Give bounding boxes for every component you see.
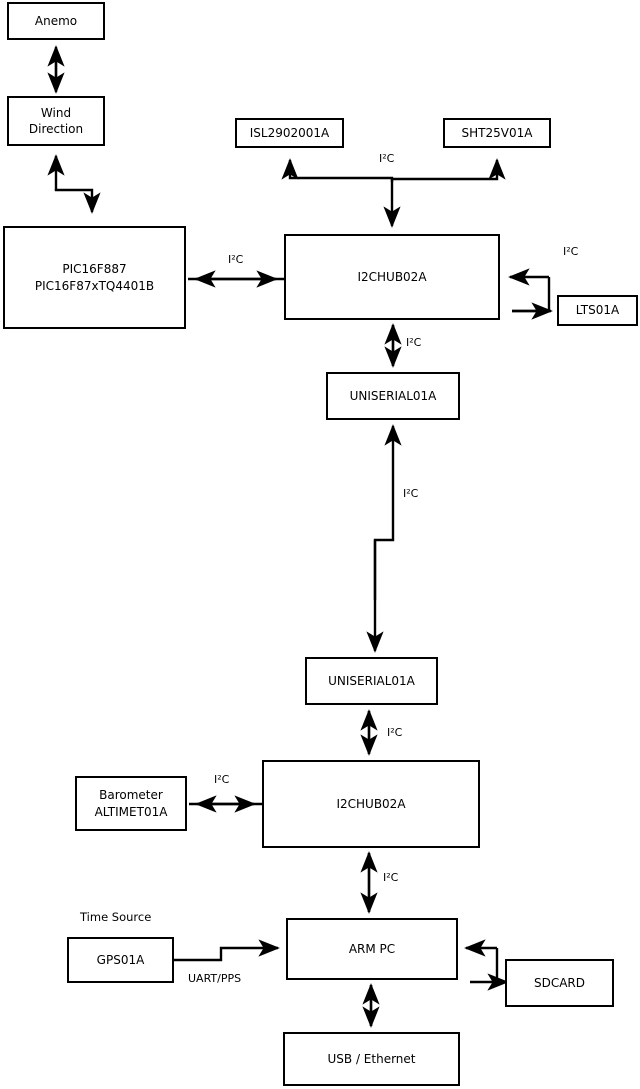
edge-label-i2c-hub-lts: I²C xyxy=(563,245,579,258)
node-wind-direction-label: Wind Direction xyxy=(28,105,84,136)
edge-label-i2c-uniser-link: I²C xyxy=(403,487,419,500)
edge-label-i2c-isl-sht: I²C xyxy=(379,152,395,165)
node-sdcard-label: SDCARD xyxy=(533,975,586,990)
node-isl2902001a-label: ISL2902001A xyxy=(249,125,330,140)
node-i2chub02a-bottom[interactable]: I2CHUB02A xyxy=(262,760,480,848)
edge-label-i2c-hub-uniser1: I²C xyxy=(406,336,422,349)
node-i2chub02a-top-label: I2CHUB02A xyxy=(357,269,427,284)
edge-label-i2c-hub-armpc: I²C xyxy=(383,871,399,884)
node-sdcard[interactable]: SDCARD xyxy=(505,959,614,1007)
node-gps01a-label: GPS01A xyxy=(96,952,145,967)
edge-hub-bracket-right xyxy=(392,158,506,181)
edge-gps-to-armpc xyxy=(174,939,280,962)
edge-label-uart-pps: UART/PPS xyxy=(188,972,242,985)
node-uniserial01a-lower[interactable]: UNISERIAL01A xyxy=(305,657,438,705)
label-time-source: Time Source xyxy=(80,910,152,924)
edge-pic-winddir-path xyxy=(54,188,101,214)
node-arm-pc[interactable]: ARM PC xyxy=(286,918,458,980)
node-lts01a-label: LTS01A xyxy=(575,303,620,318)
node-i2chub02a-top[interactable]: I2CHUB02A xyxy=(284,234,500,320)
node-arm-pc-label: ARM PC xyxy=(348,941,396,956)
edge-armpc-to-sdcard xyxy=(495,948,500,984)
node-uniserial01a-upper[interactable]: UNISERIAL01A xyxy=(326,372,460,420)
node-uniserial01a-lower-label: UNISERIAL01A xyxy=(328,673,415,688)
edge-label-i2c-baro-hub: I²C xyxy=(214,773,230,786)
node-pic-microcontroller-label: PIC16F887 PIC16F87xTQ4401B xyxy=(34,262,155,293)
node-barometer-altimet01a[interactable]: Barometer ALTIMET01A xyxy=(75,776,187,831)
node-usb-ethernet[interactable]: USB / Ethernet xyxy=(283,1032,460,1086)
node-uniserial01a-upper-label: UNISERIAL01A xyxy=(349,388,437,403)
node-anemo[interactable]: Anemo xyxy=(7,2,105,40)
node-i2chub02a-bottom-label: I2CHUB02A xyxy=(336,796,406,811)
node-lts01a[interactable]: LTS01A xyxy=(557,295,638,326)
node-wind-direction[interactable]: Wind Direction xyxy=(7,96,105,146)
edge-label-i2c-uniser2-hub: I²C xyxy=(387,726,403,739)
node-gps01a[interactable]: GPS01A xyxy=(67,937,174,983)
node-pic-microcontroller[interactable]: PIC16F887 PIC16F87xTQ4401B xyxy=(3,226,186,329)
node-usb-ethernet-label: USB / Ethernet xyxy=(327,1051,416,1066)
node-sht25v01a[interactable]: SHT25V01A xyxy=(443,118,551,148)
node-isl2902001a[interactable]: ISL2902001A xyxy=(235,118,344,148)
edge-uniser2-to-uniser1 xyxy=(373,424,402,600)
edge-label-i2c-pic-hub: I²C xyxy=(228,253,244,266)
node-sht25v01a-label: SHT25V01A xyxy=(461,125,533,140)
node-anemo-label: Anemo xyxy=(34,13,78,28)
node-barometer-altimet01a-label: Barometer ALTIMET01A xyxy=(94,788,168,819)
edge-hub-bracket xyxy=(281,158,394,182)
